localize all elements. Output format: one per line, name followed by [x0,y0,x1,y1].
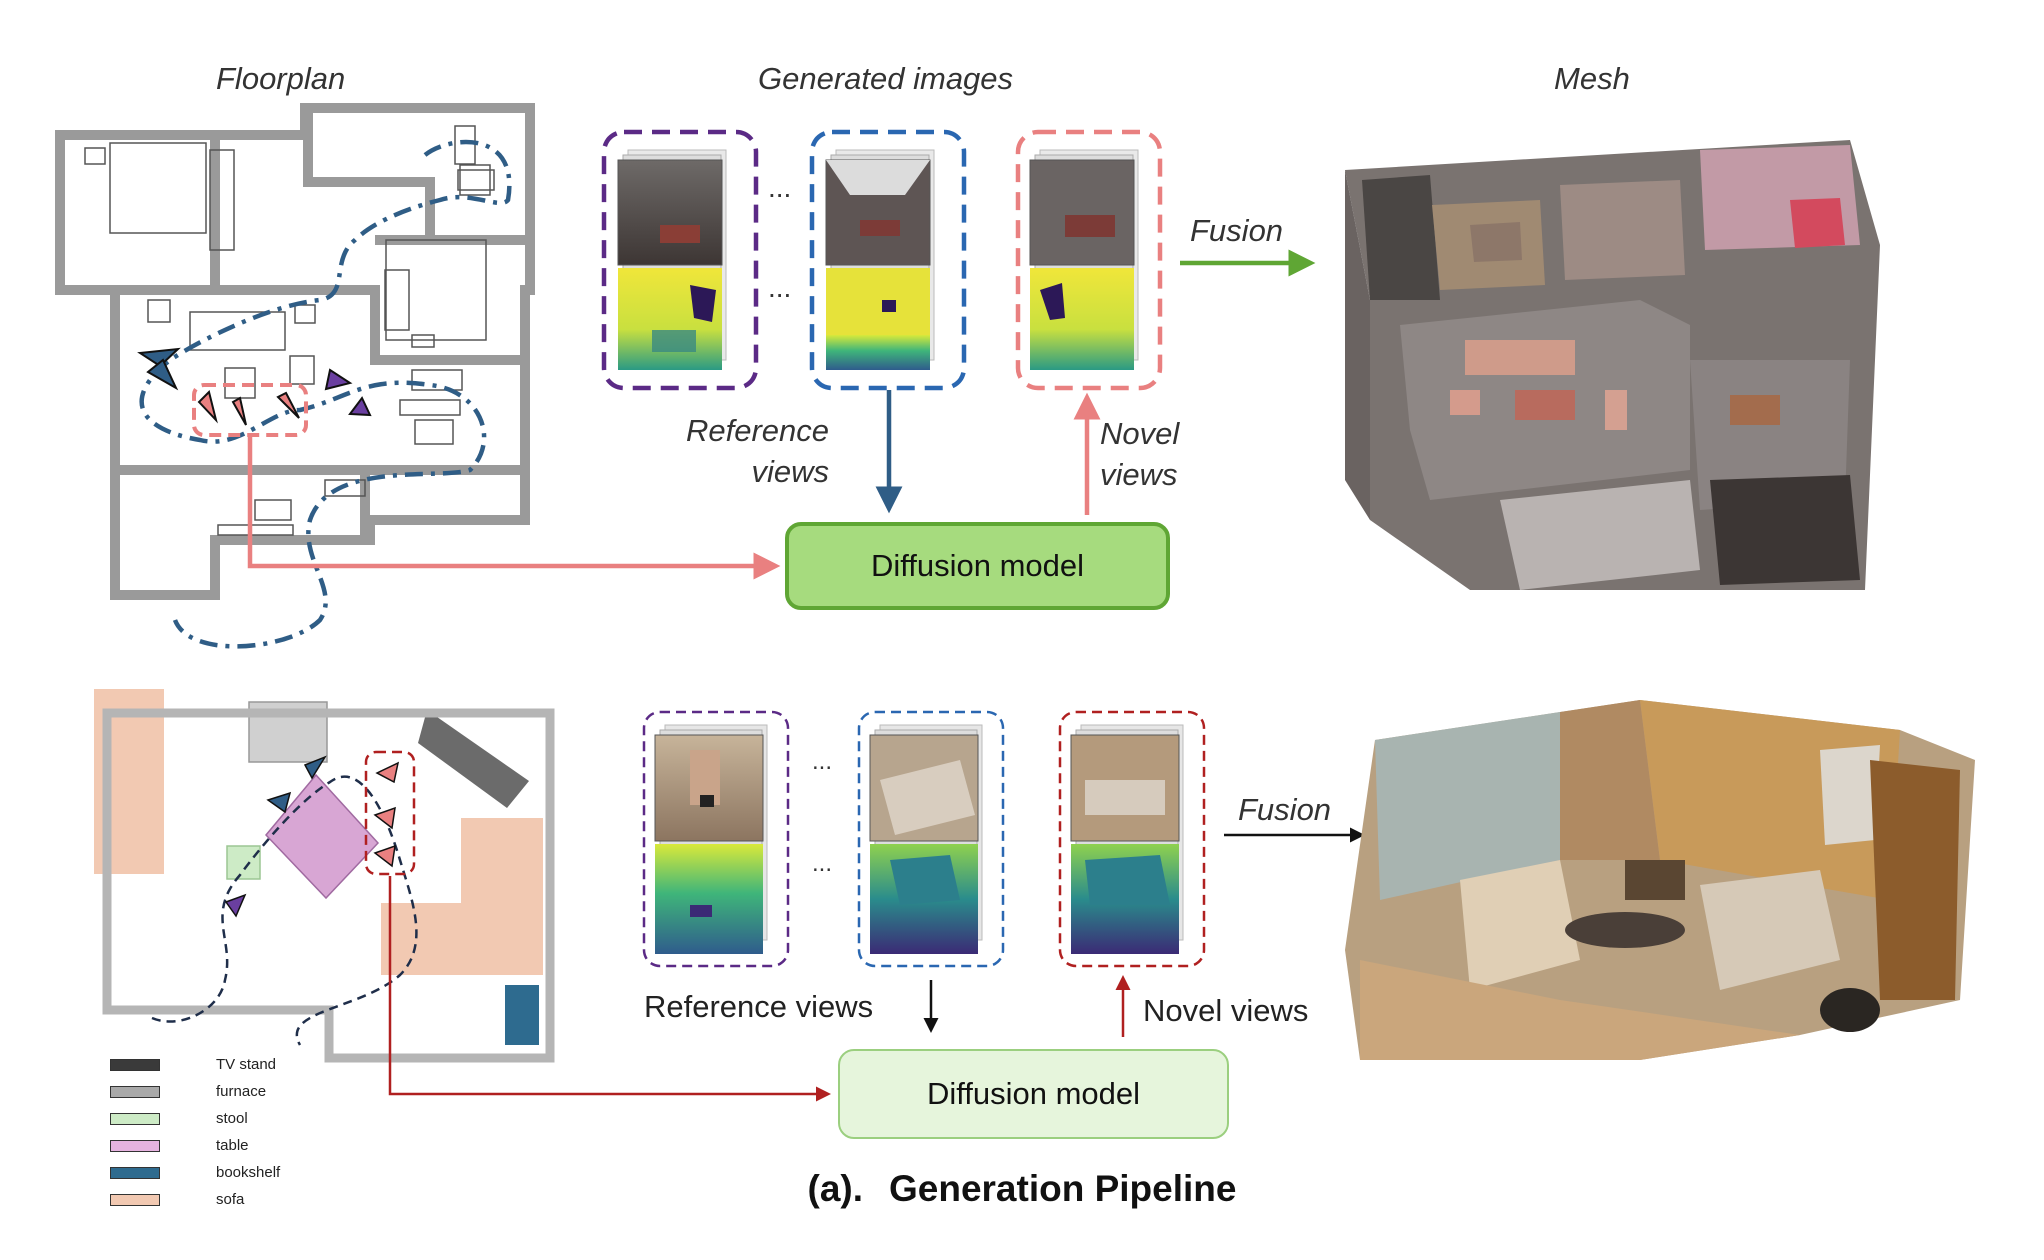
caption-index: (a). [807,1168,864,1209]
legend-swatch [110,1140,160,1152]
bottom-fusion-label: Fusion [1238,792,1332,827]
bottom-diffusion-model-box: Diffusion model [838,1049,1229,1139]
legend-item-table: table [110,1135,249,1157]
legend-label: bookshelf [216,1164,281,1181]
top-floorplan-to-diffusion-arrow [247,437,781,580]
legend-label: stool [216,1110,248,1127]
top-ellipsis-upper: ... [768,172,792,203]
legend-item-tv-stand: TV stand [110,1054,276,1076]
legend-item-sofa: sofa [110,1189,244,1211]
top-camera-icons [137,347,372,426]
top-trajectory [139,139,512,649]
bottom-ellipsis-lower: ... [812,850,833,877]
top-novel-views-line-2: views [1100,457,1178,492]
legend-label: TV stand [216,1056,277,1073]
legend-swatch [110,1113,160,1125]
heading-generated-images: Generated images [758,61,1014,96]
top-mesh-render [1345,140,1880,590]
bottom-mesh-render [1345,700,1975,1060]
top-ellipsis-lower: ... [768,272,792,303]
heading-floorplan: Floorplan [216,61,346,96]
figure-caption: (a). Generation Pipeline [0,1168,2044,1210]
bottom-novel-stack [1058,710,1206,968]
top-novel-views-label: Novel views [1100,413,1179,495]
bottom-floorplan-to-diffusion-arrow [388,876,831,1102]
top-reference-views-line-2: views [751,454,829,489]
top-reference-stack-1 [601,129,759,391]
legend-swatch [110,1194,160,1206]
bottom-trajectory [151,775,418,1046]
top-novel-stack [1015,129,1163,391]
bottom-camera-icons [224,755,400,918]
caption-title: Generation Pipeline [889,1168,1237,1209]
bottom-novel-views-label: Novel views [1143,993,1309,1028]
top-diffusion-model-box: Diffusion model [785,522,1170,610]
top-novel-views-line-1: Novel [1100,416,1180,451]
top-reference-views-line-1: Reference [685,413,829,448]
legend-swatch [110,1086,160,1098]
top-fusion-label: Fusion [1190,213,1284,248]
heading-mesh: Mesh [1554,61,1630,96]
bottom-floorplan [94,689,555,1063]
legend-swatch [110,1059,160,1071]
top-reference-stack-2 [809,129,967,391]
legend-label: table [216,1137,249,1154]
top-reference-views-label: Reference views [677,410,829,492]
legend-item-stool: stool [110,1108,248,1130]
legend-item-furnace: furnace [110,1081,266,1103]
top-novel-camera-box [192,383,308,437]
legend-item-bookshelf: bookshelf [110,1162,280,1184]
legend-swatch [110,1167,160,1179]
bottom-reference-views-label: Reference views [644,989,874,1024]
legend-label: sofa [216,1191,245,1208]
bottom-ellipsis-upper: ... [812,748,833,775]
bottom-reference-stack-2 [857,710,1005,968]
legend-label: furnace [216,1083,267,1100]
bottom-reference-stack-1 [642,710,790,968]
